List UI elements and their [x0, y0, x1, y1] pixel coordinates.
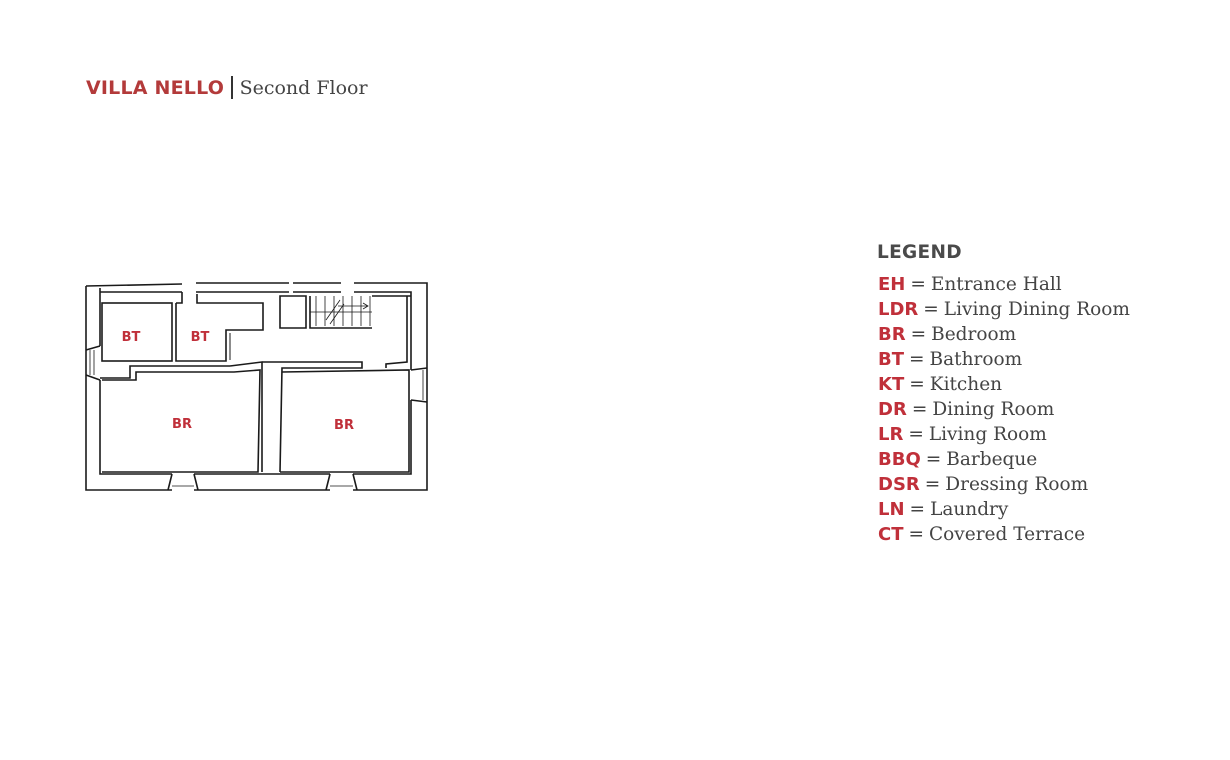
- legend-item: CT=Covered Terrace: [877, 522, 1130, 547]
- room-label-bt-2: BT: [191, 330, 210, 345]
- legend-equals: =: [925, 449, 942, 470]
- legend-item: LDR=Living Dining Room: [877, 297, 1130, 322]
- legend-abbr: LN: [878, 499, 905, 520]
- legend-equals: =: [908, 524, 925, 545]
- legend-abbr: KT: [878, 374, 905, 395]
- title-divider: [231, 76, 233, 99]
- legend-item: KT=Kitchen: [877, 372, 1130, 397]
- legend: LEGEND EH=Entrance Hall LDR=Living Dinin…: [877, 242, 1130, 547]
- room-label-br-2: BR: [334, 418, 354, 433]
- legend-desc: Covered Terrace: [929, 524, 1086, 545]
- legend-abbr: BT: [878, 349, 904, 370]
- legend-abbr: DR: [878, 399, 907, 420]
- legend-item: DR=Dining Room: [877, 397, 1130, 422]
- window-right: [410, 367, 428, 403]
- legend-desc: Bathroom: [929, 349, 1023, 370]
- legend-abbr: EH: [878, 274, 906, 295]
- legend-equals: =: [908, 424, 924, 445]
- legend-equals: =: [910, 274, 926, 295]
- legend-desc: Kitchen: [929, 374, 1003, 395]
- stair-arrow: [325, 299, 369, 325]
- legend-abbr: BR: [878, 324, 906, 345]
- window-left: [85, 345, 101, 381]
- legend-equals: =: [910, 324, 927, 345]
- legend-item: LN=Laundry: [877, 497, 1130, 522]
- legend-abbr: LDR: [878, 299, 919, 320]
- legend-equals: =: [909, 349, 925, 370]
- bathroom-2-walls: [175, 292, 264, 362]
- legend-abbr: CT: [878, 524, 904, 545]
- floor-plan: BT BT BR BR: [85, 282, 428, 491]
- legend-equals: =: [924, 474, 941, 495]
- corridor-wall: [229, 361, 363, 473]
- legend-heading: LEGEND: [877, 242, 962, 263]
- hall-walls: [279, 295, 307, 329]
- legend-item: DSR=Dressing Room: [877, 472, 1130, 497]
- legend-item: BT=Bathroom: [877, 347, 1130, 372]
- legend-desc: Living Dining Room: [943, 299, 1130, 320]
- bedroom-2-walls: [280, 369, 410, 473]
- upper-right-wall: [372, 295, 411, 368]
- legend-equals: =: [911, 399, 928, 420]
- villa-name: VILLA NELLO: [86, 76, 225, 99]
- stair: [310, 296, 372, 326]
- legend-desc: Living Room: [928, 424, 1047, 445]
- legend-item: LR=Living Room: [877, 422, 1130, 447]
- legend-desc: Laundry: [930, 499, 1009, 520]
- legend-item: EH=Entrance Hall: [877, 272, 1130, 297]
- hall-boundary: [309, 296, 372, 329]
- bathroom-1-walls: [101, 302, 173, 362]
- legend-abbr: DSR: [878, 474, 920, 495]
- legend-desc: Dressing Room: [945, 474, 1089, 495]
- floor-name: Second Floor: [239, 76, 368, 99]
- legend-item: BBQ=Barbeque: [877, 447, 1130, 472]
- window-bottom-2: [325, 473, 358, 491]
- window-bottom-1: [167, 473, 199, 491]
- page-title: VILLA NELLO Second Floor: [86, 76, 368, 99]
- legend-desc: Bedroom: [931, 324, 1017, 345]
- room-label-bt-1: BT: [122, 330, 141, 345]
- outer-wall-outer: [85, 282, 428, 491]
- legend-equals: =: [923, 299, 939, 320]
- legend-desc: Barbeque: [946, 449, 1038, 470]
- legend-equals: =: [909, 499, 926, 520]
- legend-desc: Entrance Hall: [930, 274, 1062, 295]
- legend-abbr: BBQ: [878, 449, 921, 470]
- plan-walls: [85, 282, 428, 491]
- bedroom-1-top: [100, 365, 230, 379]
- outer-wall-inner: [99, 288, 412, 475]
- legend-equals: =: [909, 374, 925, 395]
- legend-desc: Dining Room: [932, 399, 1055, 420]
- legend-item: BR=Bedroom: [877, 322, 1130, 347]
- glazing: [89, 350, 424, 487]
- room-label-br-1: BR: [172, 417, 192, 432]
- bedroom-1-walls: [102, 369, 261, 473]
- legend-abbr: LR: [878, 424, 904, 445]
